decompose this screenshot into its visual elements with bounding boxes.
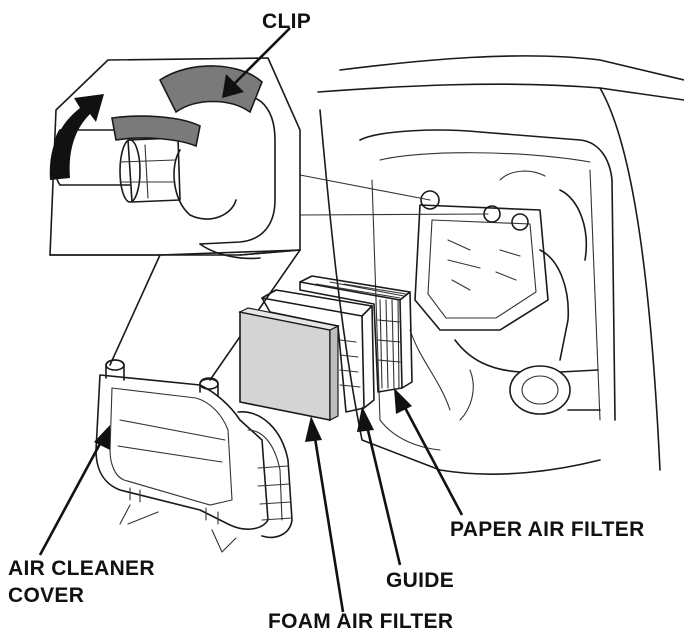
rotation-arrow (49, 94, 104, 180)
label-paper-air-filter: PAPER AIR FILTER (450, 518, 645, 541)
engine-housing (317, 55, 684, 475)
paper-air-filter (299, 275, 413, 393)
clip-callout (49, 57, 301, 260)
label-guide: GUIDE (386, 569, 454, 592)
label-air-cleaner-cover-line1: AIR CLEANER (8, 557, 155, 580)
leader-air-cleaner-cover (38, 425, 110, 556)
leader-paper-air-filter (394, 388, 464, 516)
foam-air-filter (238, 307, 340, 421)
callout-line-left (49, 254, 161, 366)
guide (261, 289, 375, 413)
air-cleaner-cover (95, 359, 293, 553)
label-air-cleaner-cover-line2: COVER (8, 584, 84, 607)
label-clip: CLIP (262, 10, 311, 33)
callout-pointer-line (299, 174, 431, 201)
label-foam-air-filter: FOAM AIR FILTER (268, 610, 453, 633)
callout-pointer-line (299, 213, 489, 216)
leader-guide (357, 406, 402, 566)
clip-shape (158, 65, 263, 114)
leader-foam-air-filter (305, 416, 345, 613)
leader-clip (222, 27, 291, 98)
